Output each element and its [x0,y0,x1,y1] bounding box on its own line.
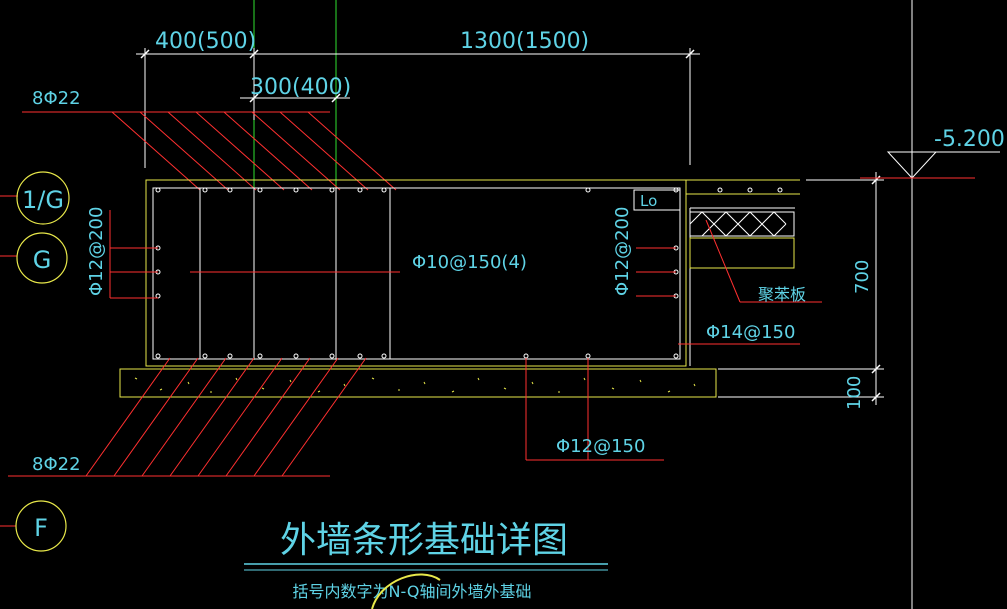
right-side-leaders [636,247,676,297]
elevation-label: -5.200 [934,127,1005,152]
dim-top-right: 1300(1500) [460,29,589,54]
grid-axis-f-label: F [34,514,48,542]
left-side-leaders [109,210,158,299]
rebar-stirrup-label: Φ10@150(4) [412,252,527,273]
top-hatch-leaders [22,111,397,191]
bottom-hatch-leaders [8,357,367,477]
footing-outline [145,179,800,367]
grid-axis-g [0,232,68,284]
board-leader [705,219,741,303]
rebar-top-label: 8Φ22 [32,88,81,109]
dim-inner: 300(400) [250,75,351,100]
drawing-subtitle: 括号内数字为N-Q轴间外墙外基础 [293,582,532,601]
rebar-bottom-dist-label: Φ12@150 [556,436,645,457]
rebar-slab-label: Φ14@150 [706,322,795,343]
rebar-bottom-label: 8Φ22 [32,454,81,475]
polystyrene-board [689,211,795,269]
dim-height-100: 100 [844,376,865,410]
markup-arc [371,573,441,609]
bottom-dist-leader [525,358,664,461]
rebar-left-label: Φ12@200 [86,207,107,296]
lap-label: Lo [640,192,657,210]
grid-axis-1g-label: 1/G [22,186,64,214]
rebar-dots [155,187,783,359]
concrete-pad [119,368,717,398]
grid-axis-f [0,500,67,552]
dim-top-left: 400(500) [155,29,256,54]
board-label: 聚苯板 [758,285,806,304]
right-height-dimensions [718,172,884,405]
lap-box [633,189,681,211]
grid-axis-1g [0,171,70,225]
elevation-marker [860,151,1000,179]
top-dimensions [136,48,700,168]
dim-height-700: 700 [852,260,873,294]
drawing-title: 外墙条形基础详图 [280,520,568,561]
rebar-right-label: Φ12@200 [612,207,633,296]
grid-axis-g-label: G [33,246,52,274]
